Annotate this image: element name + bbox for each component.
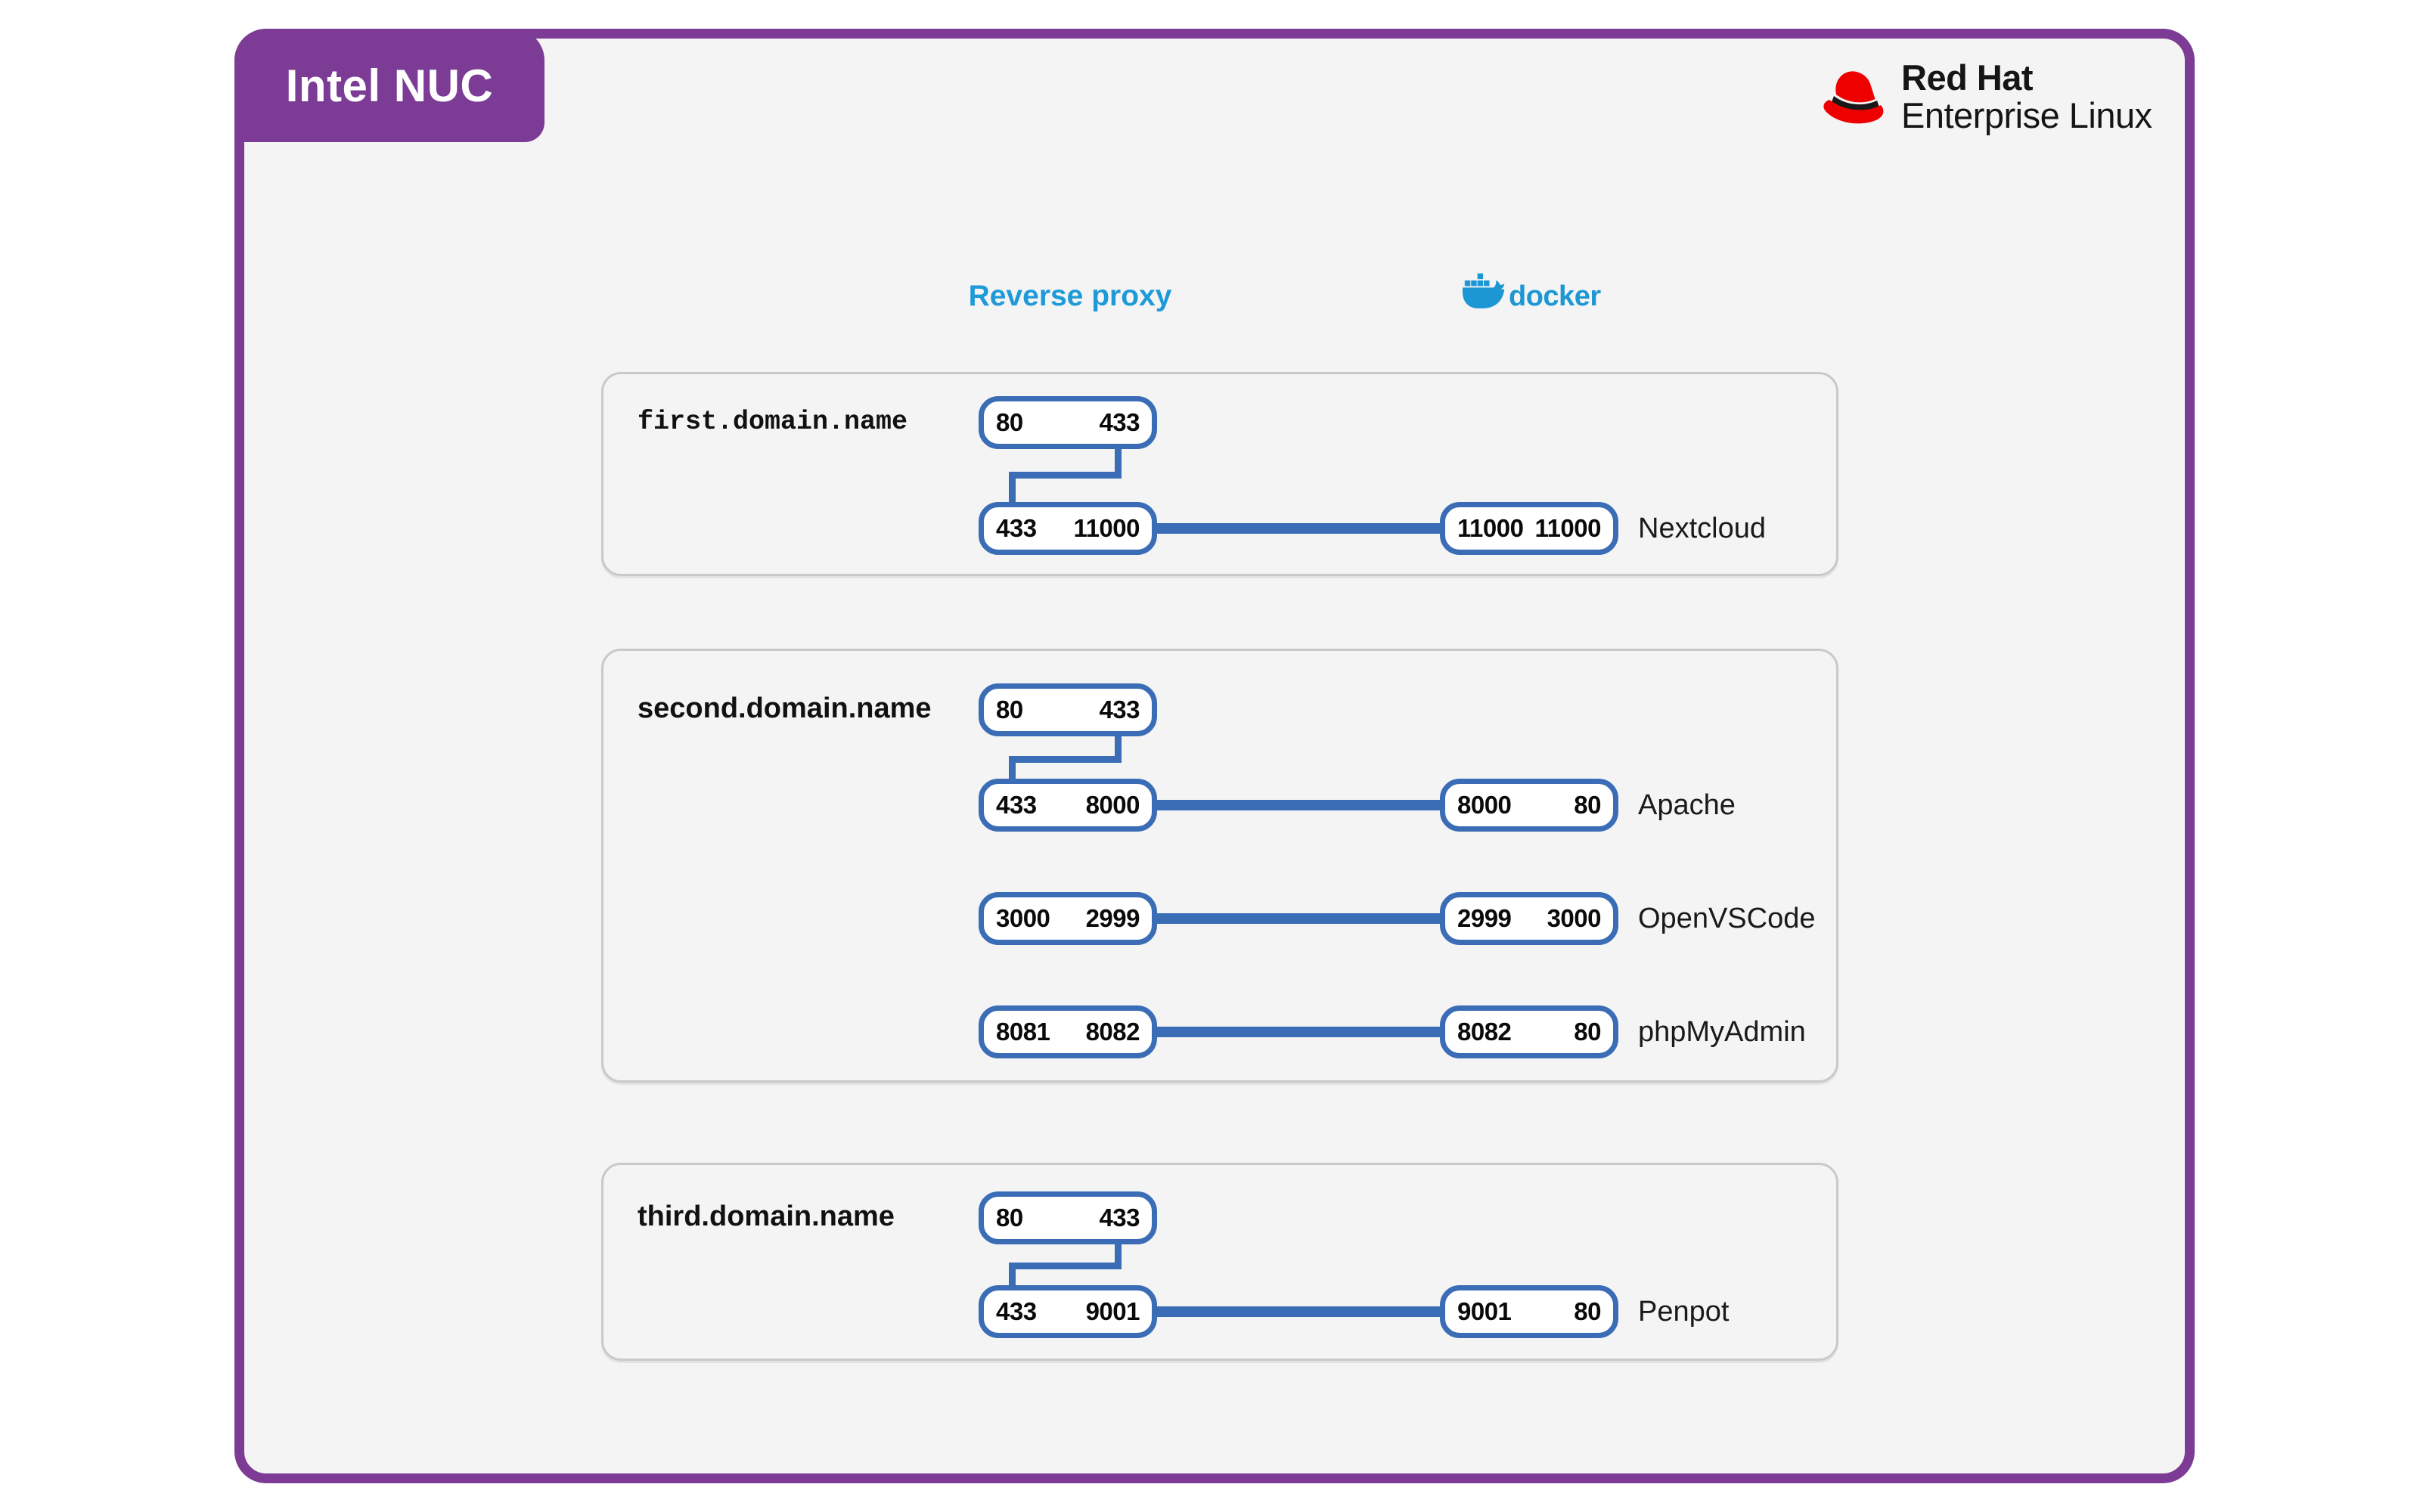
redhat-product: Enterprise Linux <box>1901 94 2152 135</box>
section-third-domain <box>601 1163 1838 1361</box>
section-first-domain <box>601 372 1838 576</box>
app-label-openvscode: OpenVSCode <box>1638 903 1816 934</box>
port-in: 2999 <box>1457 904 1512 932</box>
proxy-port-pill: 3000 2999 <box>979 892 1157 945</box>
app-label-phpmyadmin: phpMyAdmin <box>1638 1016 1806 1048</box>
port-in: 11000 <box>1457 514 1524 542</box>
container-port-pill: 8082 80 <box>1440 1005 1618 1058</box>
proxy-port-pill: 8081 8082 <box>979 1005 1157 1058</box>
container-port-pill: 9001 80 <box>1440 1285 1618 1338</box>
app-label-apache: Apache <box>1638 789 1736 821</box>
port-redirect-connector <box>1115 733 1122 762</box>
domain-label-second: second.domain.name <box>638 692 932 724</box>
port-redirect-connector <box>1009 756 1122 763</box>
container-port-pill: 11000 11000 <box>1440 502 1618 555</box>
device-title: Intel NUC <box>285 60 494 111</box>
domain-label-first: first.domain.name <box>638 407 908 437</box>
port-out: 80 <box>1574 1297 1601 1325</box>
port-in: 80 <box>996 1204 1023 1232</box>
port-in: 8081 <box>996 1018 1050 1046</box>
redhat-wordmark: Red Hat Enterprise Linux <box>1901 59 2152 135</box>
proxy-port-pill: 80 433 <box>979 396 1157 449</box>
port-out: 3000 <box>1547 904 1602 932</box>
app-label-nextcloud: Nextcloud <box>1638 513 1766 544</box>
port-redirect-connector <box>1009 472 1122 479</box>
port-in: 9001 <box>1457 1297 1512 1325</box>
proxy-to-container-connector <box>1150 800 1446 810</box>
redhat-name: Red Hat <box>1901 57 2034 98</box>
port-out: 433 <box>1099 408 1140 436</box>
port-in: 8082 <box>1457 1018 1512 1046</box>
proxy-port-pill: 80 433 <box>979 683 1157 736</box>
redhat-fedora-icon <box>1823 71 1884 124</box>
proxy-port-pill: 433 8000 <box>979 779 1157 832</box>
port-out: 9001 <box>1085 1297 1140 1325</box>
port-in: 80 <box>996 408 1023 436</box>
port-redirect-connector <box>1115 446 1122 478</box>
docker-whale-icon <box>1463 273 1505 308</box>
port-out: 11000 <box>1073 514 1140 542</box>
port-out: 80 <box>1574 791 1601 819</box>
section-second-domain <box>601 649 1838 1083</box>
app-label-penpot: Penpot <box>1638 1296 1730 1328</box>
intel-nuc-panel <box>234 29 2195 1483</box>
proxy-port-pill: 433 11000 <box>979 502 1157 555</box>
port-in: 8000 <box>1457 791 1512 819</box>
port-out: 433 <box>1099 1204 1140 1232</box>
docker-wordmark: docker <box>1509 280 1601 312</box>
domain-label-third: third.domain.name <box>638 1201 895 1232</box>
container-port-pill: 8000 80 <box>1440 779 1618 832</box>
port-redirect-connector <box>1115 1241 1122 1269</box>
container-port-pill: 2999 3000 <box>1440 892 1618 945</box>
intel-nuc-tab: Intel NUC <box>234 29 544 142</box>
redhat-brand: Red Hat Enterprise Linux <box>1813 59 2152 135</box>
proxy-port-pill: 80 433 <box>979 1191 1157 1244</box>
port-redirect-connector <box>1009 756 1016 782</box>
port-in: 433 <box>996 791 1037 819</box>
docker-header: docker <box>1463 269 1601 313</box>
port-out: 8082 <box>1085 1018 1140 1046</box>
port-out: 433 <box>1099 696 1140 723</box>
proxy-to-container-connector <box>1150 1306 1446 1317</box>
port-in: 80 <box>996 696 1023 723</box>
proxy-port-pill: 433 9001 <box>979 1285 1157 1338</box>
port-in: 3000 <box>996 904 1050 932</box>
reverse-proxy-header: Reverse proxy <box>968 280 1172 312</box>
port-in: 433 <box>996 1297 1037 1325</box>
port-out: 11000 <box>1534 514 1602 542</box>
port-out: 2999 <box>1085 904 1140 932</box>
proxy-to-container-connector <box>1150 913 1446 924</box>
port-redirect-connector <box>1009 1263 1016 1288</box>
port-redirect-connector <box>1009 472 1016 505</box>
port-out: 80 <box>1574 1018 1601 1046</box>
port-out: 8000 <box>1085 791 1140 819</box>
proxy-to-container-connector <box>1150 1027 1446 1037</box>
proxy-to-container-connector <box>1150 523 1446 534</box>
port-redirect-connector <box>1009 1263 1122 1269</box>
port-in: 433 <box>996 514 1037 542</box>
